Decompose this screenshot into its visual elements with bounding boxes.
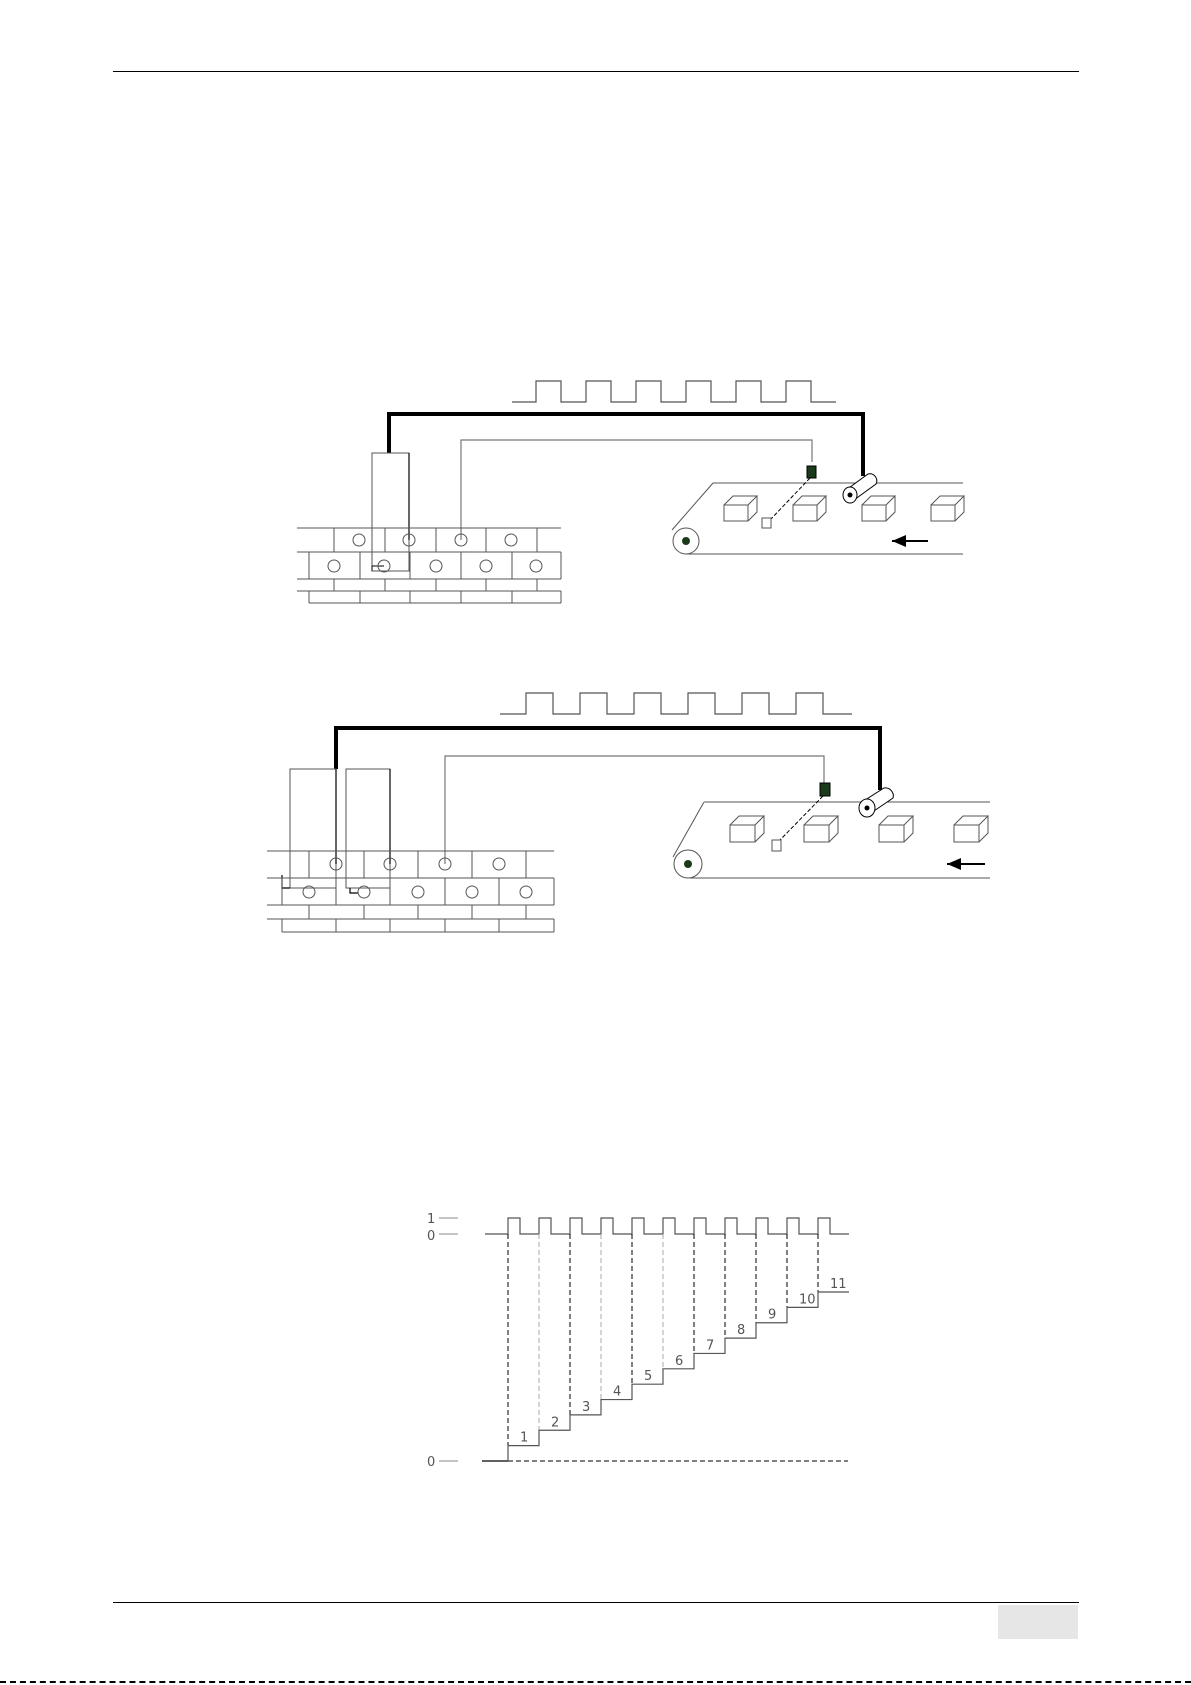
step-label: 4	[613, 1385, 621, 1400]
step-label: 5	[644, 1369, 652, 1384]
pulse-train	[485, 1218, 849, 1234]
axis-label-counter-zero: 0	[427, 1455, 435, 1470]
step-label: 3	[582, 1400, 590, 1415]
footer-rule	[113, 1602, 1079, 1603]
counter-staircase	[508, 1292, 849, 1461]
axis-label-high: 1	[427, 1212, 435, 1227]
step-label: 7	[706, 1338, 714, 1353]
step-label: 2	[551, 1415, 559, 1430]
axis-label-low: 0	[427, 1229, 435, 1244]
step-label: 1	[520, 1431, 528, 1446]
step-label: 10	[799, 1292, 816, 1307]
step-label: 8	[737, 1323, 745, 1338]
step-label: 9	[768, 1308, 776, 1323]
step-label: 11	[830, 1277, 847, 1292]
step-label: 6	[675, 1354, 683, 1369]
bottom-cut-line	[0, 1681, 1191, 1683]
page-number-tab	[998, 1605, 1078, 1639]
